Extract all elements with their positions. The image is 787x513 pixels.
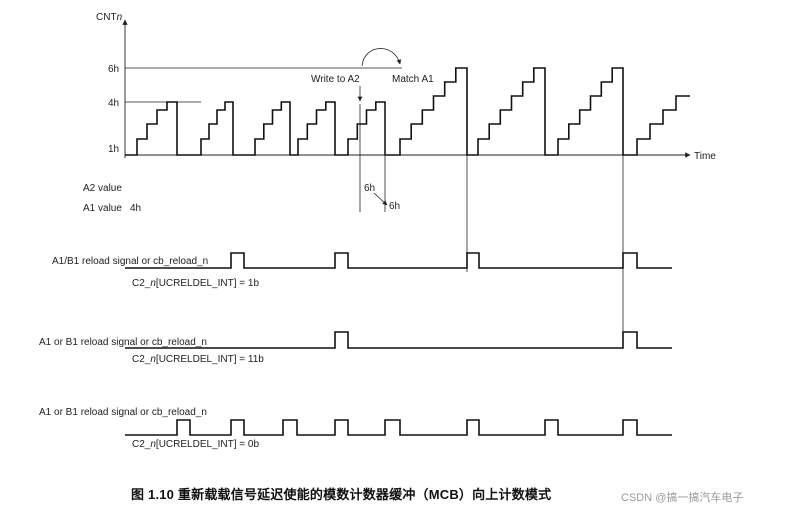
signal3-label: A1 or B1 reload signal or cb_reload_n [39, 407, 207, 418]
match-curve-arrow [361, 48, 402, 67]
write-annotation: Write to A2 [311, 74, 360, 85]
signal1-waveform [125, 252, 672, 269]
signal1-label: A1/B1 reload signal or cb_reload_n [52, 256, 208, 267]
a1-initial-value: 4h [130, 203, 141, 214]
figure-caption: 图 1.10 重新载载信号延迟使能的模数计数器缓冲（MCB）向上计数模式 [131, 487, 552, 502]
tick-1h: 1h [108, 144, 119, 155]
signal2-waveform [125, 331, 672, 349]
y-axis-label: CNTn [96, 12, 123, 23]
signal3-setting: C2_n[UCRELDEL_INT] = 0b [132, 439, 259, 450]
signal3-waveform [125, 419, 672, 436]
signal2-label: A1 or B1 reload signal or cb_reload_n [39, 337, 207, 348]
a1-value-label: A1 value [83, 203, 122, 214]
a2-value-label: A2 value [83, 183, 122, 194]
signal1-setting: C2_n[UCRELDEL_INT] = 1b [132, 278, 259, 289]
match-annotation: Match A1 [392, 74, 434, 85]
counter-waveform [125, 67, 690, 156]
x-axis-label: Time [694, 151, 716, 162]
value-transfer-arrow [373, 192, 388, 206]
signal2-setting: C2_n[UCRELDEL_INT] = 11b [132, 354, 264, 365]
watermark: CSDN @搞一搞汽车电子 [621, 492, 744, 504]
a1-new-value: 6h [389, 201, 400, 212]
a2-new-value: 6h [364, 183, 375, 194]
tick-4h: 4h [108, 98, 119, 109]
tick-6h: 6h [108, 64, 119, 75]
